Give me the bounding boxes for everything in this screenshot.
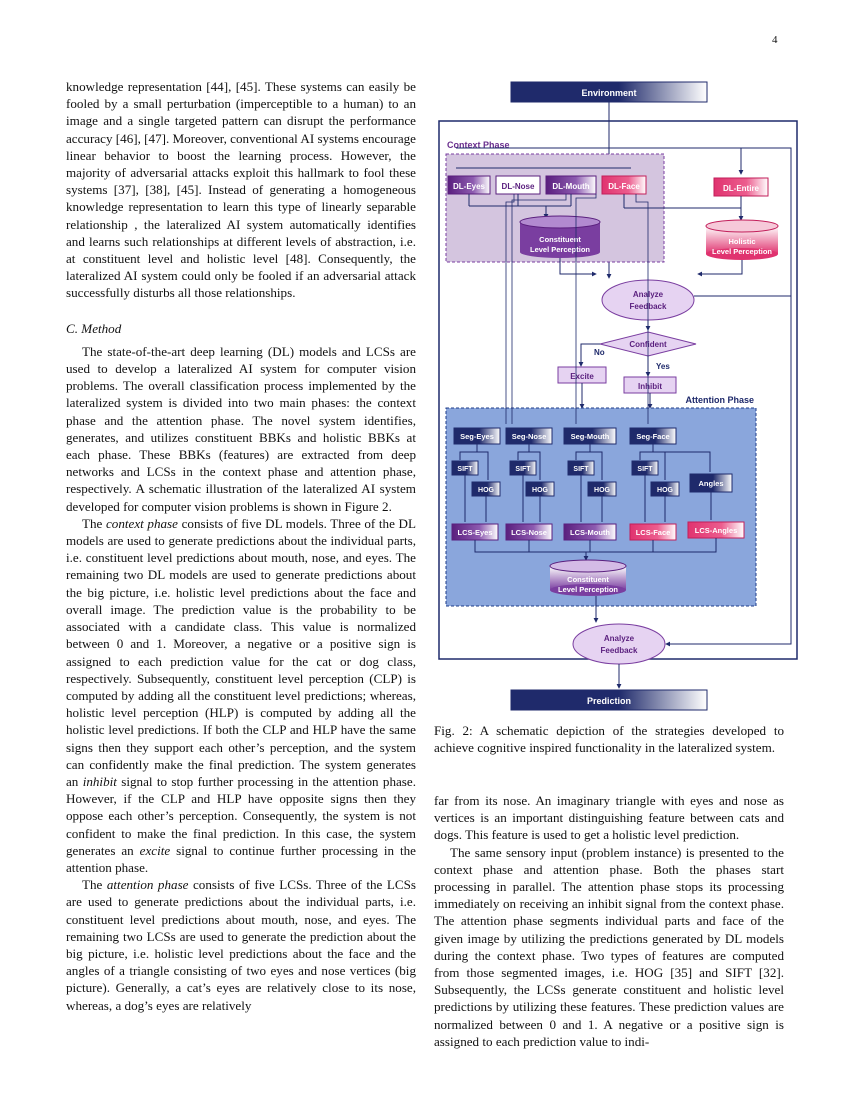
paragraph: The context phase consists of five DL mo… bbox=[66, 515, 416, 875]
analyze-label-2: Analyze bbox=[604, 634, 635, 643]
paragraph: knowledge representation [44], [45]. The… bbox=[66, 79, 416, 301]
seg-eyes-label: Seg-Eyes bbox=[460, 432, 494, 441]
dl-mouth-label: DL-Mouth bbox=[552, 182, 589, 191]
dl-nose-label: DL-Nose bbox=[502, 182, 535, 191]
left-column: knowledge representation [44], [45]. The… bbox=[66, 78, 416, 1014]
lcs-nose-label: LCS-Nose bbox=[511, 528, 547, 537]
dl-face-label: DL-Face bbox=[608, 182, 640, 191]
seg-mouth-label: Seg-Mouth bbox=[571, 432, 610, 441]
context-phase-label: Context Phase bbox=[447, 140, 510, 150]
seg-face-label: Seg-Face bbox=[636, 432, 669, 441]
hog-label-1: HOG bbox=[478, 487, 495, 494]
paragraph: far from its nose. An imaginary triangle… bbox=[434, 793, 784, 843]
no-label: No bbox=[594, 348, 605, 357]
dl-entire-label: DL-Entire bbox=[723, 184, 760, 193]
sift-label-1: SIFT bbox=[457, 466, 473, 473]
hog-label-3: HOG bbox=[594, 487, 611, 494]
yes-label: Yes bbox=[656, 362, 670, 371]
analyze-feedback-2 bbox=[572, 623, 666, 665]
lcs-eyes-label: LCS-Eyes bbox=[457, 528, 492, 537]
sift-label-4: SIFT bbox=[637, 466, 653, 473]
prediction-box bbox=[510, 689, 708, 711]
hog-label-4: HOG bbox=[657, 487, 674, 494]
feedback-label-2: Feedback bbox=[601, 646, 638, 655]
figure-caption: Fig. 2: A schematic depiction of the str… bbox=[434, 723, 784, 756]
clp2-label-1: Constituent bbox=[567, 575, 609, 584]
clp2-label-2: Level Perception bbox=[558, 585, 618, 594]
hlp-label-2: Level Perception bbox=[712, 247, 772, 256]
paragraph: The attention phase consists of five LCS… bbox=[66, 877, 416, 1013]
dl-eyes-label: DL-Eyes bbox=[453, 182, 486, 191]
lcs-mouth-label: LCS-Mouth bbox=[570, 528, 610, 537]
paragraph: The same sensory input (problem instance… bbox=[434, 844, 784, 1049]
sift-label-2: SIFT bbox=[515, 466, 531, 473]
sift-label-3: SIFT bbox=[573, 466, 589, 473]
hog-label-2: HOG bbox=[532, 487, 549, 494]
lcs-face-label: LCS-Face bbox=[636, 528, 671, 537]
environment-label: Environment bbox=[581, 88, 636, 98]
right-column: far from its nose. An imaginary triangle… bbox=[434, 792, 784, 1050]
prediction-label: Prediction bbox=[587, 696, 631, 706]
hlp-label-1: Holistic bbox=[728, 237, 755, 246]
clp-label-2: Level Perception bbox=[530, 245, 590, 254]
angles-label: Angles bbox=[698, 479, 723, 488]
excite-label: Excite bbox=[570, 372, 594, 381]
inhibit-label: Inhibit bbox=[638, 382, 662, 391]
attention-phase-label: Attention Phase bbox=[685, 395, 754, 405]
page-number: 4 bbox=[772, 34, 778, 46]
lcs-angles-label: LCS-Angles bbox=[695, 526, 738, 535]
section-heading: C. Method bbox=[66, 320, 122, 336]
figure-diagram: Environment Context Phase DL-Eyes DL-Nos… bbox=[438, 81, 798, 711]
paragraph: The state-of-the-art deep learning (DL) … bbox=[66, 343, 416, 514]
seg-nose-label: Seg-Nose bbox=[512, 432, 547, 441]
clp-label-1: Constituent bbox=[539, 235, 581, 244]
